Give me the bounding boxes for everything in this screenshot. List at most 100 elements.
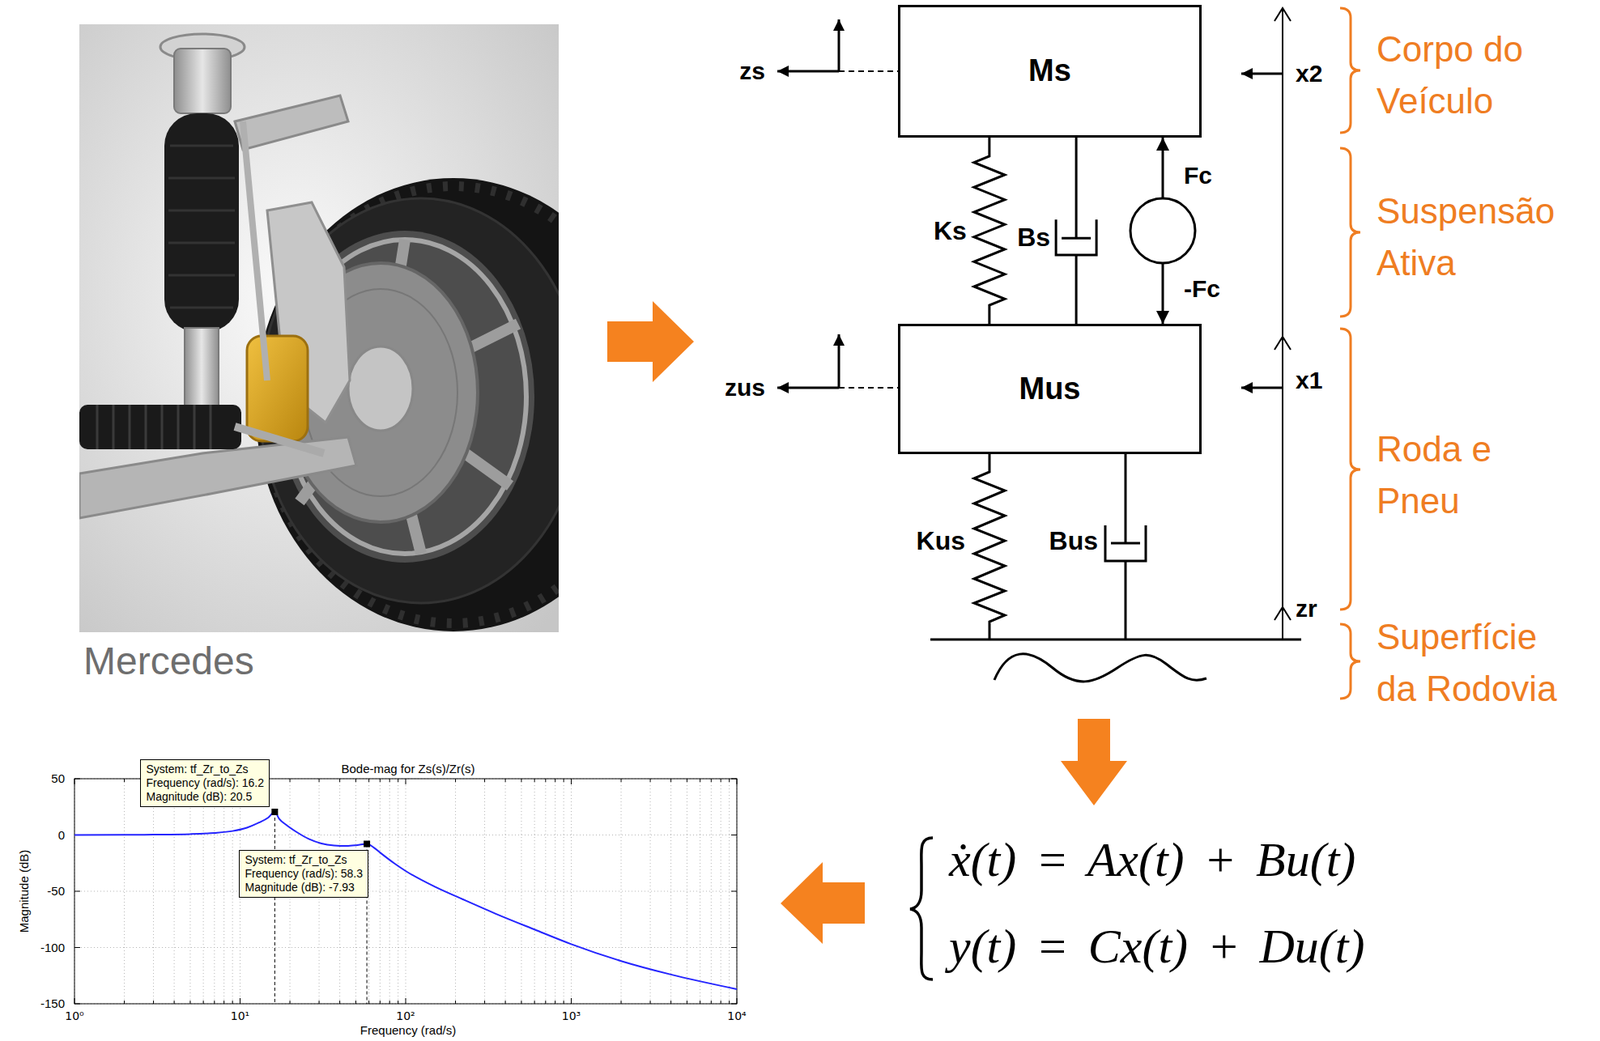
dimension-line: [1241, 387, 1283, 390]
equation-brace: [910, 838, 933, 980]
grid-line: [368, 778, 370, 1005]
axis-tick: [563, 1000, 565, 1005]
axis-tick: [74, 1004, 81, 1005]
section-bracket: [1340, 328, 1361, 610]
spring-label: Kus: [916, 526, 966, 557]
axis-tick: [74, 891, 81, 893]
axis-tick: [74, 947, 81, 949]
process-arrow: [607, 301, 694, 383]
axis-tick: [213, 1000, 215, 1005]
grid-line: [232, 778, 234, 1005]
axis-tick: [153, 1000, 154, 1005]
node-text: Frequency (rad/s): 58.3: [244, 867, 363, 881]
node-text: System: tf_Zr_to_Zs: [145, 762, 264, 777]
damper-symbol: [1055, 137, 1097, 324]
axis-tick: [731, 778, 737, 780]
suspension-photo: [168, 145, 235, 308]
tick-label: 10²: [395, 1009, 415, 1023]
section-bracket: [1340, 8, 1361, 133]
section-label: Suspensão Ativa: [1376, 185, 1567, 290]
mass-box: Mus: [897, 323, 1202, 455]
dimension-line: [1274, 8, 1291, 22]
grid-line: [710, 778, 712, 1005]
axis-tick: [505, 1000, 507, 1005]
axis-tick: [239, 998, 241, 1005]
equation: ẋ(t) = Ax(t) + Bu(t): [948, 832, 1356, 889]
axis-tick: [355, 1000, 357, 1005]
axis-tick: [686, 1000, 688, 1005]
grid-line: [455, 778, 456, 1005]
axis-tick: [174, 1000, 175, 1005]
axis-tick: [405, 778, 407, 785]
coordinate-label: zus: [724, 374, 766, 403]
suspension-photo: [79, 404, 242, 450]
tick-label: -100: [40, 940, 65, 955]
axis-tick: [123, 1000, 125, 1005]
coordinate-label: zr: [1295, 595, 1318, 624]
section-label: Corpo do Veículo: [1376, 23, 1567, 128]
coordinate-label: x1: [1295, 366, 1323, 396]
spring-symbol: [974, 137, 1005, 324]
axis-tick: [232, 1000, 234, 1005]
suspension-photo: [164, 113, 239, 332]
bode-plot: [74, 778, 737, 1005]
suspension-photo: [242, 121, 268, 381]
axis-tick: [544, 778, 546, 783]
axis-tick: [710, 1000, 712, 1005]
datatip-marker: [363, 841, 371, 848]
grid-line: [484, 778, 486, 1005]
axis-tick: [379, 778, 381, 783]
spring-symbol: [974, 137, 1005, 324]
suspension-photo: [79, 24, 559, 633]
tick-label: 0: [58, 828, 65, 843]
dimension-line: [1274, 336, 1291, 350]
axis-tick: [189, 1000, 191, 1005]
axis-tick: [699, 1000, 701, 1005]
axis-tick: [621, 1000, 622, 1005]
dimension-line: [1241, 72, 1283, 76]
data-tip: System: tf_Zr_to_ZsFrequency (rad/s): 58…: [238, 850, 369, 898]
suspension-photo: [184, 327, 219, 418]
process-arrow: [1060, 719, 1128, 806]
actuator-symbol: [1130, 198, 1196, 264]
grid-line: [544, 778, 546, 1005]
section-bracket: [1340, 8, 1361, 699]
grid-line: [123, 778, 125, 1005]
axis-tick: [731, 834, 737, 836]
suspension-photo: [234, 426, 324, 454]
axis-tick: [570, 778, 572, 785]
axis-tick: [289, 1000, 291, 1005]
grid-line: [189, 778, 191, 1005]
axis-tick: [339, 1000, 341, 1005]
coordinate-arrow: [777, 70, 839, 73]
axis-tick: [368, 1000, 370, 1005]
axis-tick: [731, 1004, 737, 1005]
damper-label: Bus: [1049, 526, 1098, 557]
axis-tick: [563, 778, 565, 783]
axis-tick: [505, 778, 507, 783]
dimension-line: [1281, 8, 1284, 640]
axis-tick: [368, 778, 370, 783]
grid-line: [74, 778, 737, 1005]
node-text: Ms: [1028, 54, 1072, 89]
road-surface: [930, 638, 1302, 642]
node-text: System: tf_Zr_to_Zs: [244, 853, 363, 868]
section-label: Roda e Pneu: [1376, 423, 1567, 528]
axis-tick: [339, 778, 341, 783]
axis-tick: [74, 778, 76, 785]
grid-line: [570, 778, 572, 1005]
axis-tick: [554, 778, 556, 783]
axis-tick: [650, 1000, 652, 1005]
plot-frame: [74, 778, 737, 1005]
axis-tick: [397, 778, 399, 783]
dimension-line: [1274, 607, 1291, 621]
photo-caption: Mercedes: [83, 638, 255, 684]
grid-line: [554, 778, 556, 1005]
axis-tick: [710, 778, 712, 783]
tick-label: 10⁴: [727, 1009, 746, 1023]
grid-line: [621, 778, 622, 1005]
axis-tick: [389, 1000, 391, 1005]
tire-spring-damper: [974, 454, 1146, 640]
equation: y(t) = Cx(t) + Du(t): [948, 919, 1365, 975]
